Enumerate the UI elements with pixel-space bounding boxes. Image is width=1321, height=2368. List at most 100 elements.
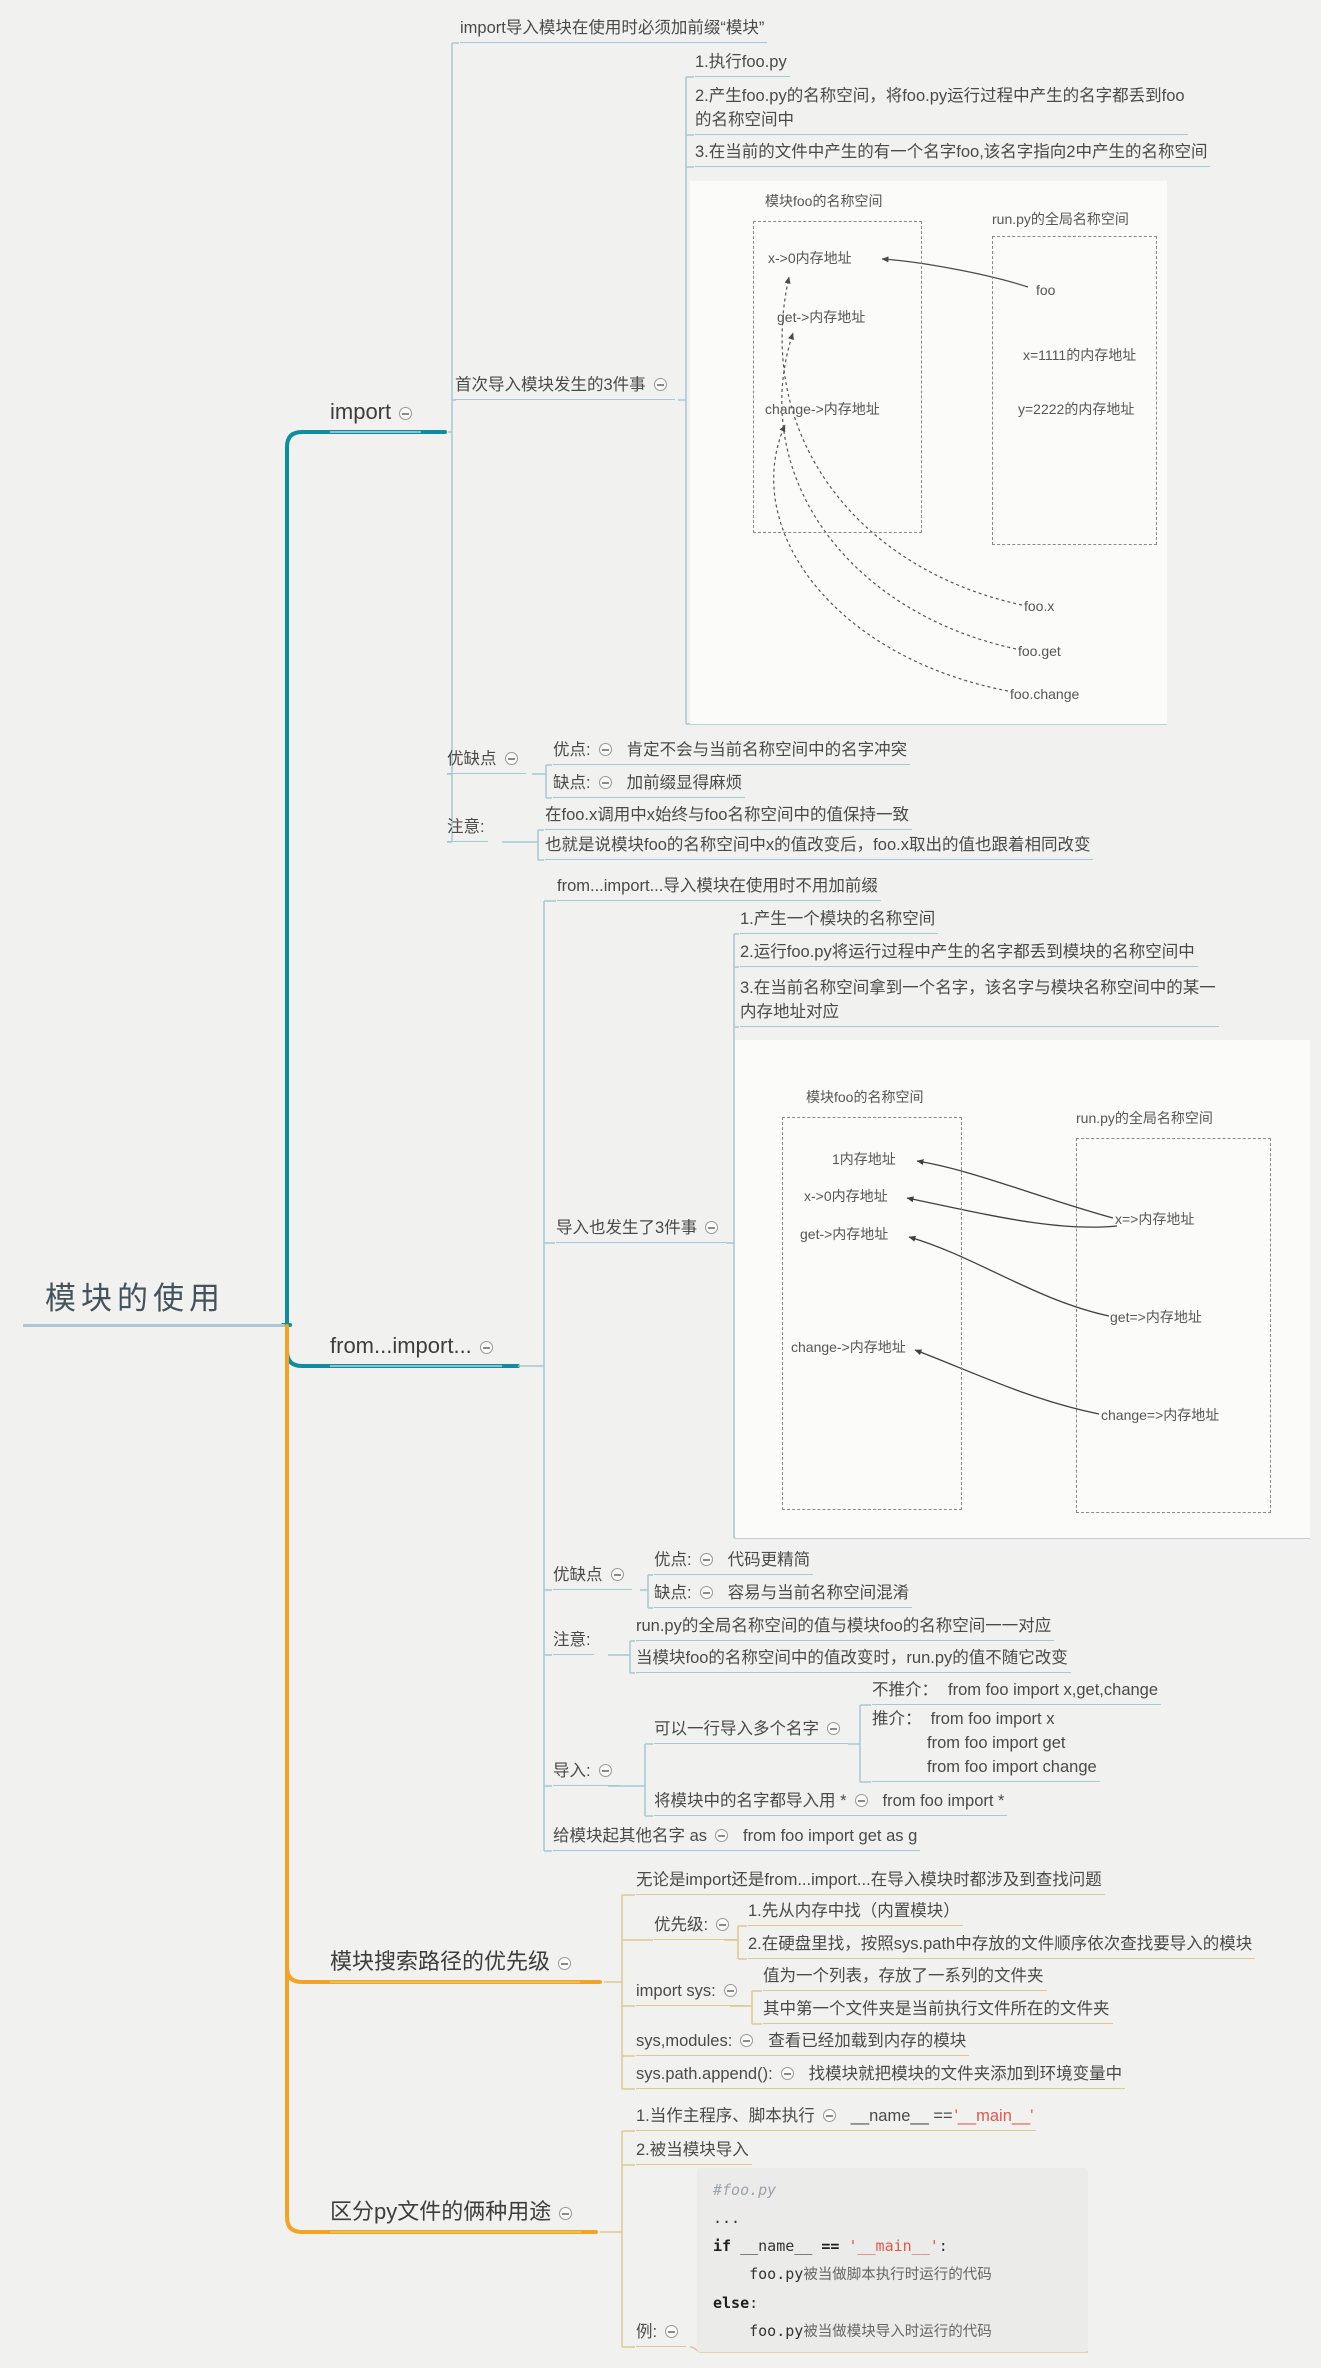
star-import[interactable]: 将模块中的名字都导入用 *from foo import * xyxy=(654,1789,1008,1816)
collapse-icon[interactable] xyxy=(716,1918,730,1931)
root-topic[interactable]: 模块的使用 xyxy=(23,1277,285,1327)
priority[interactable]: 优先级: xyxy=(654,1913,738,1940)
topic-import-label: import xyxy=(330,399,392,424)
module-namespace-title: 模块foo的名称空间 xyxy=(765,193,883,209)
note-from-1[interactable]: run.py的全局名称空间的值与模块foo的名称空间一一对应 xyxy=(636,1614,1055,1641)
import-thing-1[interactable]: 1.执行foo.py xyxy=(695,50,790,77)
topic-first-import-3things[interactable]: 首次导入模块发生的3件事 xyxy=(455,373,675,400)
topic-pros-cons-import[interactable]: 优缺点 xyxy=(447,747,526,774)
recommended[interactable]: 推介： from foo import x from foo import ge… xyxy=(872,1707,1100,1782)
collapse-icon[interactable] xyxy=(699,1586,713,1599)
from-thing-1[interactable]: 1.产生一个模块的名称空间 xyxy=(740,907,939,934)
global-namespace-box xyxy=(992,236,1157,545)
collapse-icon[interactable] xyxy=(723,1984,737,1997)
topic-import-usage[interactable]: 导入: xyxy=(553,1759,620,1786)
namespace-arrows-icon xyxy=(773,256,1029,692)
module-namespace-box xyxy=(782,1117,962,1510)
from-thing-1-label: 1.产生一个模块的名称空间 xyxy=(740,910,936,928)
collapse-icon[interactable] xyxy=(854,1794,868,1807)
priority-2-label: 2.在硬盘里找，按照sys.path中存放的文件顺序依次查找要导入的模块 xyxy=(748,1935,1253,1953)
topic-note-from[interactable]: 注意: xyxy=(553,1628,594,1655)
search-note[interactable]: 无论是import还是from...import...在导入模块时都涉及到查找问… xyxy=(636,1868,1105,1895)
multi-name-import[interactable]: 可以一行导入多个名字 xyxy=(654,1717,848,1744)
import-thing-3[interactable]: 3.在当前的文件中产生的有一个名字foo,该名字指向2中产生的名称空间 xyxy=(695,140,1211,167)
collapse-icon[interactable] xyxy=(822,2109,836,2122)
use-as-script[interactable]: 1.当作主程序、脚本执行__name__ =='__main__' xyxy=(636,2104,1037,2131)
use-as-module-label: 2.被当模块导入 xyxy=(636,2141,749,2159)
module-item: change->内存地址 xyxy=(765,401,880,417)
topic-note-import[interactable]: 注意: xyxy=(447,815,488,842)
collapse-icon[interactable] xyxy=(558,1957,572,1970)
not-recommended[interactable]: 不推介：from foo import x,get,change xyxy=(872,1678,1162,1705)
collapse-icon[interactable] xyxy=(479,1341,493,1354)
topic-pros-cons-from-label: 优缺点 xyxy=(553,1566,603,1584)
note-from-prefix[interactable]: from...import...导入模块在使用时不用加前缀 xyxy=(557,874,881,901)
collapse-icon[interactable] xyxy=(399,407,413,420)
collapse-icon[interactable] xyxy=(598,776,612,789)
collapse-icon[interactable] xyxy=(598,743,612,756)
module-item: x->0内存地址 xyxy=(768,250,852,266)
from-thing-3[interactable]: 3.在当前名称空间拿到一个名字，该名字与模块名称空间中的某一 内存地址对应 xyxy=(740,976,1219,1027)
topic-first-import-3things-label: 首次导入模块发生的3件事 xyxy=(455,376,646,394)
sys-path-append[interactable]: sys.path.append():找模块就把模块的文件夹添加到环境变量中 xyxy=(636,2062,1126,2089)
collapse-icon[interactable] xyxy=(705,1221,719,1234)
import-thing-1-label: 1.执行foo.py xyxy=(695,53,787,71)
topic-pros-cons-from[interactable]: 优缺点 xyxy=(553,1563,632,1590)
priority-1[interactable]: 1.先从内存中找（内置模块） xyxy=(748,1899,963,1926)
topic-search-path-label: 模块搜索路径的优先级 xyxy=(330,1949,551,1974)
sys-modules[interactable]: sys,modules:查看已经加载到内存的模块 xyxy=(636,2029,970,2056)
import-namespace-diagram[interactable]: 模块foo的名称空间 x->0内存地址 get->内存地址 change->内存… xyxy=(690,181,1167,724)
note-import-1-label: 在foo.x调用中x始终与foo名称空间中的值保持一致 xyxy=(545,806,909,824)
from-import-namespace-diagram[interactable]: 模块foo的名称空间 1内存地址 x->0内存地址 get->内存地址 chan… xyxy=(735,1040,1310,1538)
cons-import[interactable]: 缺点:加前缀显得麻烦 xyxy=(553,771,746,798)
global-item: foo xyxy=(1036,282,1056,298)
topic-py-two-uses[interactable]: 区分py文件的俩种用途 xyxy=(330,2197,582,2233)
pros-import[interactable]: 优点:肯定不会与当前名称空间中的名字冲突 xyxy=(553,738,911,765)
collapse-icon[interactable] xyxy=(504,752,518,765)
pros-from[interactable]: 优点:代码更精简 xyxy=(654,1548,814,1575)
collapse-icon[interactable] xyxy=(665,2325,679,2338)
note-from-2[interactable]: 当模块foo的名称空间中的值改变时，run.py的值不随它改变 xyxy=(636,1646,1071,1673)
reference-item: foo.get xyxy=(1018,643,1061,659)
import-sys-1[interactable]: 值为一个列表，存放了一系列的文件夹 xyxy=(763,1964,1047,1991)
topic-from-import[interactable]: from...import... xyxy=(330,1331,502,1367)
topic-from-3things[interactable]: 导入也发生了3件事 xyxy=(556,1216,727,1243)
use-as-script-value: __name__ == xyxy=(850,2107,953,2125)
import-sys-2[interactable]: 其中第一个文件夹是当前执行文件所在的文件夹 xyxy=(763,1997,1113,2024)
reference-item: foo.x xyxy=(1024,598,1055,614)
priority-label: 优先级: xyxy=(654,1916,709,1934)
example[interactable]: 例: xyxy=(636,2320,687,2347)
collapse-icon[interactable] xyxy=(598,1764,612,1777)
topic-import[interactable]: import xyxy=(330,397,422,433)
note-import-2[interactable]: 也就是说模块foo的名称空间中x的值改变后，foo.x取出的值也跟着相同改变 xyxy=(545,833,1094,860)
topic-search-path[interactable]: 模块搜索路径的优先级 xyxy=(330,1947,581,1983)
module-item: get->内存地址 xyxy=(777,309,866,325)
note-import-2-label: 也就是说模块foo的名称空间中x的值改变后，foo.x取出的值也跟着相同改变 xyxy=(545,836,1091,854)
note-import-prefix[interactable]: import导入模块在使用时必须加前缀“模块” xyxy=(460,16,768,43)
multi-name-import-label: 可以一行导入多个名字 xyxy=(654,1720,819,1738)
import-thing-2-label: 2.产生foo.py的名称空间，将foo.py运行过程中产生的名字都丢到foo … xyxy=(695,87,1185,129)
code-lines: #foo.py...if __name__ == '__main__': foo… xyxy=(713,2176,1088,2346)
topic-py-two-uses-label: 区分py文件的俩种用途 xyxy=(330,2199,552,2224)
code-example[interactable]: #foo.py...if __name__ == '__main__': foo… xyxy=(697,2168,1088,2352)
collapse-icon[interactable] xyxy=(780,2067,794,2080)
import-sys[interactable]: import sys: xyxy=(636,1979,745,2006)
collapse-icon[interactable] xyxy=(610,1568,624,1581)
code-line: ... xyxy=(713,2209,741,2227)
collapse-icon[interactable] xyxy=(740,2034,754,2047)
collapse-icon[interactable] xyxy=(715,1829,729,1842)
from-thing-2[interactable]: 2.运行foo.py将运行过程中产生的名字都丢到模块的名称空间中 xyxy=(740,940,1198,967)
collapse-icon[interactable] xyxy=(559,2207,573,2220)
star-import-value: from foo import * xyxy=(882,1792,1005,1810)
cons-from[interactable]: 缺点:容易与当前名称空间混淆 xyxy=(654,1581,913,1608)
topic-import-usage-label: 导入: xyxy=(553,1762,591,1780)
collapse-icon[interactable] xyxy=(827,1722,840,1735)
pros-from-value: 代码更精简 xyxy=(727,1551,811,1569)
use-as-module[interactable]: 2.被当模块导入 xyxy=(636,2138,752,2165)
note-import-1[interactable]: 在foo.x调用中x始终与foo名称空间中的值保持一致 xyxy=(545,803,912,830)
collapse-icon[interactable] xyxy=(699,1553,713,1566)
priority-2[interactable]: 2.在硬盘里找，按照sys.path中存放的文件顺序依次查找要导入的模块 xyxy=(748,1932,1256,1959)
collapse-icon[interactable] xyxy=(653,378,667,391)
import-thing-2[interactable]: 2.产生foo.py的名称空间，将foo.py运行过程中产生的名字都丢到foo … xyxy=(695,84,1188,135)
